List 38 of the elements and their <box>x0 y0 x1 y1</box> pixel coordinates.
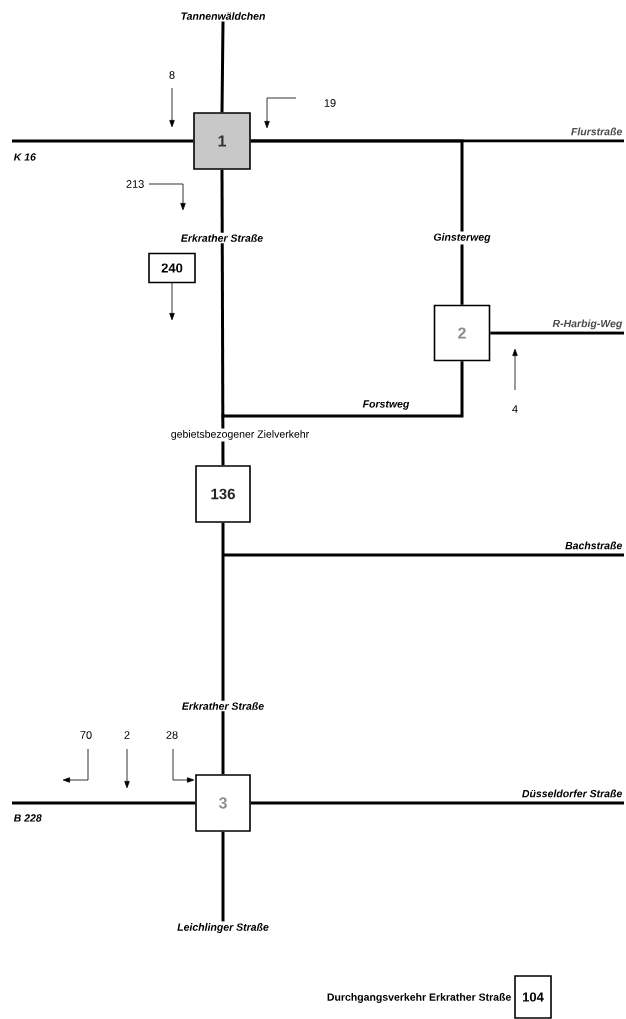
node-label: gebietsbezogener Zielverkehr <box>169 428 311 442</box>
road <box>221 831 225 922</box>
traffic-count: 4 <box>512 405 518 413</box>
road <box>12 801 196 805</box>
count-box: 240 <box>148 252 196 284</box>
road <box>223 553 624 557</box>
road-name: Forstweg <box>361 398 411 412</box>
road-name: Düsseldorfer Straße <box>520 788 624 799</box>
traffic-count: 8 <box>169 71 175 79</box>
traffic-count: 213 <box>126 180 144 188</box>
road-name: B 228 <box>12 812 44 824</box>
intersection-box: 1 <box>193 112 251 170</box>
road-name: Ginsterweg <box>431 231 493 245</box>
road <box>220 169 225 466</box>
road-name: Erkrather Straße <box>180 700 266 712</box>
count-box: 136 <box>195 465 251 523</box>
road-name: Leichlinger Straße <box>175 921 271 935</box>
count-box: 104 <box>514 975 552 1019</box>
road <box>220 21 225 113</box>
road <box>12 139 194 143</box>
node-label: Durchgangsverkehr Erkrather Straße <box>325 991 513 1005</box>
traffic-count: 28 <box>166 731 178 739</box>
intersection-box: 3 <box>195 774 251 832</box>
road-name: Erkrather Straße <box>179 232 265 244</box>
road <box>221 522 225 775</box>
intersection-box: 2 <box>433 304 491 362</box>
road <box>490 331 624 335</box>
road-name: Flurstraße <box>569 126 624 137</box>
traffic-count: 2 <box>124 731 130 739</box>
traffic-count: 19 <box>324 99 336 107</box>
road <box>250 801 624 805</box>
road-name: R-Harbig-Weg <box>551 318 624 331</box>
road-name: K 16 <box>12 151 38 163</box>
road-name: Tannenwäldchen <box>179 10 267 22</box>
traffic-count: 70 <box>80 731 92 739</box>
road-name: Bachstraße <box>563 540 624 551</box>
road <box>250 139 464 305</box>
road <box>221 361 464 418</box>
